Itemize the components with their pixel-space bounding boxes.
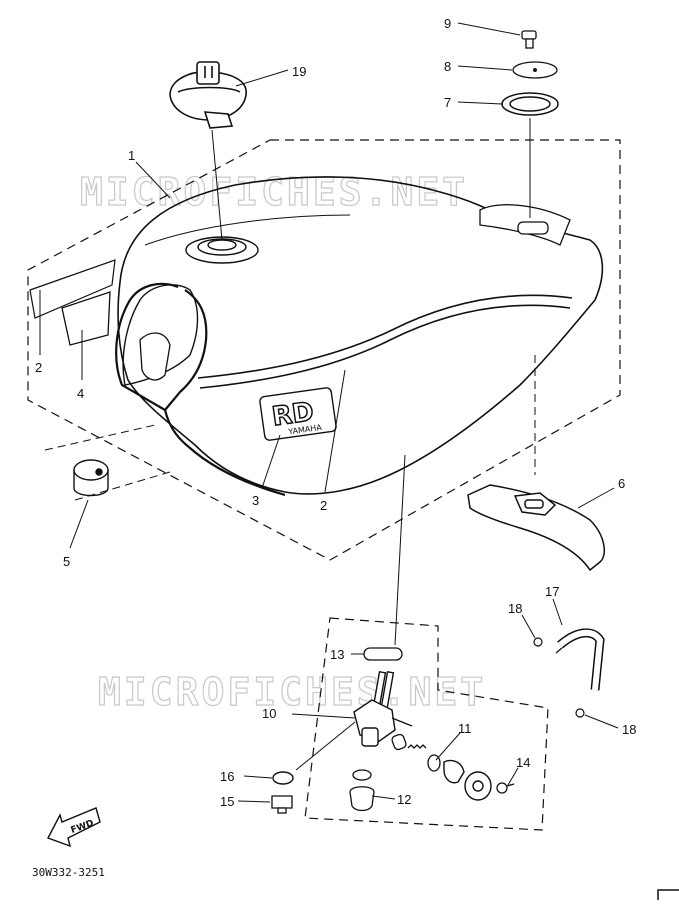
fwd-arrow-icon: FWD [47,807,101,848]
callout-3: 3 [252,493,259,508]
sediment-cup [349,769,375,812]
o-ring-13 [363,647,403,661]
callout-4: 4 [77,386,84,401]
hose-clip-lower [575,708,585,718]
assembly-guides [211,118,536,646]
edge-trim [115,282,286,497]
side-strip [29,259,116,319]
assembly-boundary [27,139,621,561]
part-code: 30W332-3251 [32,866,105,879]
rear-hook [479,204,571,246]
callout-16: 16 [220,769,234,784]
edge-trim-inner [164,289,208,411]
fuel-cap [169,61,247,129]
callout-8: 8 [444,59,451,74]
damper [73,459,109,497]
leader-lines [39,22,619,803]
callout-19: 19 [292,64,306,79]
bolt-15 [271,795,293,814]
watermark-top: MICROFICHES.NET [80,170,468,214]
corner-mark [657,889,679,900]
washer-16 [272,771,294,785]
callout-7: 7 [444,95,451,110]
side-emblem [61,291,111,346]
bolt-9 [521,30,537,49]
filler-neck [185,236,259,264]
callout-18-lower: 18 [622,722,636,737]
callout-5: 5 [63,554,70,569]
callout-9: 9 [444,16,451,31]
callout-17: 17 [545,584,559,599]
tank-badge: RD YAMAHA [259,387,337,441]
lever [443,759,492,801]
callout-2-left: 2 [35,360,42,375]
callout-13: 13 [330,647,344,662]
petcock-boundary [304,617,549,831]
callout-2-right: 2 [320,498,327,513]
cock-guide [295,721,356,771]
rear-bracket [467,484,606,572]
fuel-cock [353,670,413,747]
callout-11: 11 [458,721,472,736]
callout-1: 1 [128,148,135,163]
front-mount-bracket [139,332,171,381]
callout-labels: 1 2 2 3 4 5 6 7 8 9 10 11 12 13 14 15 16… [35,16,636,809]
callout-12: 12 [397,792,411,807]
knee-cutout [122,284,199,386]
watermark-bottom: MICROFICHES.NET [98,670,486,714]
damper-guide [44,424,171,501]
gasket-7 [501,92,559,116]
callout-10: 10 [262,706,276,721]
callout-14: 14 [516,755,530,770]
callout-18-upper: 18 [508,601,522,616]
badge-logo: RD [270,397,315,432]
callout-6: 6 [618,476,625,491]
filter-parts [391,733,441,772]
callout-15: 15 [220,794,234,809]
hose-clip-upper [533,637,543,647]
screw-14 [496,782,515,794]
